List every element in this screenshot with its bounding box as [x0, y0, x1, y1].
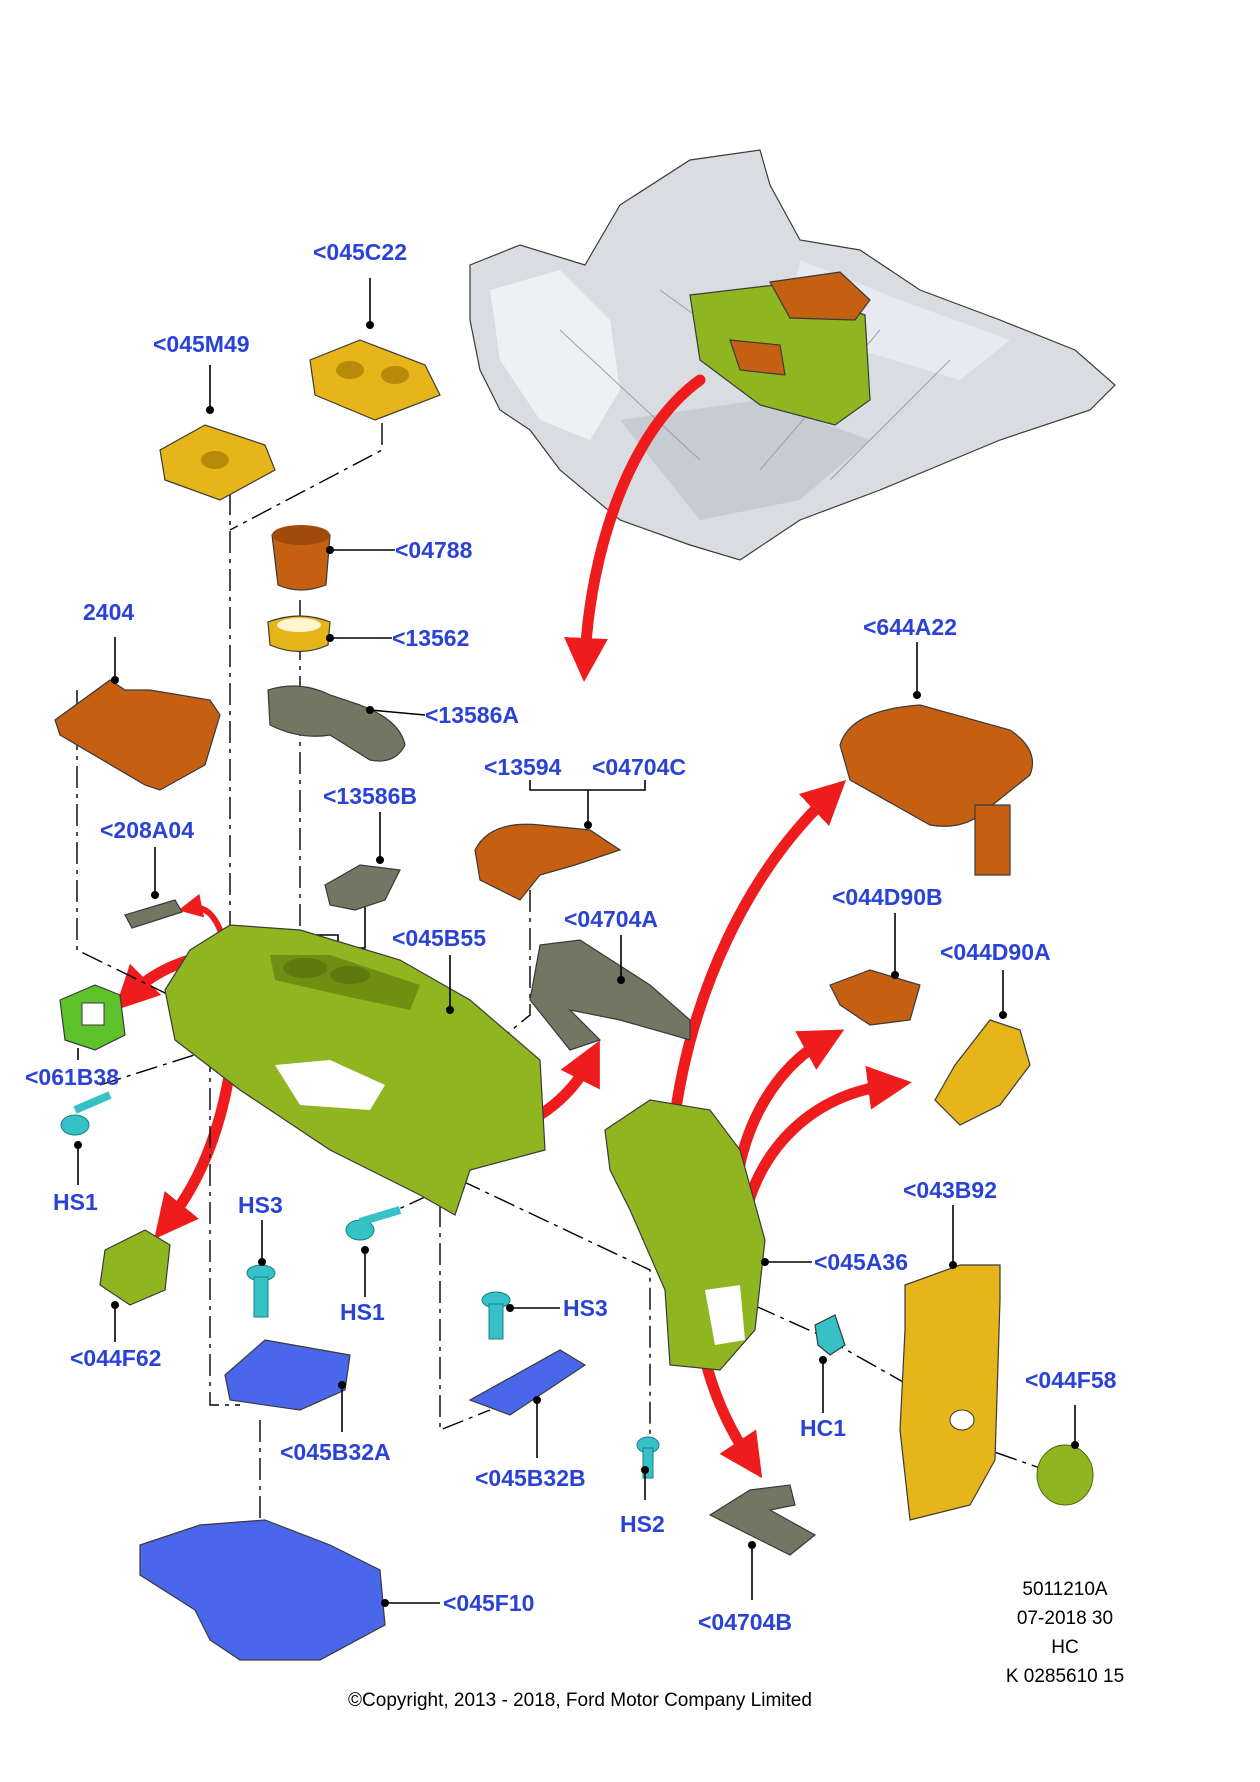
callout-061B38[interactable]: <061B38	[25, 1064, 119, 1090]
callout-13594[interactable]: <13594	[484, 754, 562, 780]
callout-HS3-a[interactable]: HS3	[238, 1192, 283, 1218]
callout-04704C[interactable]: <04704C	[592, 754, 686, 780]
callout-043B92[interactable]: <043B92	[903, 1177, 997, 1203]
callout-04704A[interactable]: <04704A	[564, 906, 658, 932]
part-045B32B	[468, 1349, 587, 1416]
callout-045C22[interactable]: <045C22	[313, 239, 407, 265]
callout-044F62[interactable]: <044F62	[70, 1345, 161, 1371]
callout-644A22[interactable]: <644A22	[863, 614, 957, 640]
callout-045B32B[interactable]: <045B32B	[475, 1465, 586, 1491]
callout-045A36[interactable]: <045A36	[814, 1249, 908, 1275]
part-045A36	[604, 1099, 766, 1371]
callout-044D90B[interactable]: <044D90B	[832, 884, 943, 910]
part-13586A	[267, 685, 406, 762]
part-HS1-mid	[345, 1206, 402, 1241]
ref-number: 5011210A	[1022, 1579, 1108, 1600]
callout-HS2[interactable]: HS2	[620, 1511, 665, 1537]
part-04704A	[529, 939, 691, 1051]
part-045M49	[159, 424, 276, 501]
part-045B55	[164, 924, 546, 1216]
ref-kcode: K 0285610 15	[1006, 1666, 1124, 1687]
ref-code: HC	[1051, 1637, 1078, 1658]
part-04704B	[708, 1484, 817, 1556]
callout-044F58[interactable]: <044F58	[1025, 1367, 1117, 1393]
part-HC1	[814, 1314, 846, 1356]
part-061B38	[59, 984, 126, 1051]
callout-labels: <045C22 <045M49 <04788 <13562 <13586A 24…	[25, 239, 1117, 1635]
callout-045F10[interactable]: <045F10	[443, 1590, 534, 1616]
part-045B32A	[224, 1339, 351, 1411]
part-13594-04704C	[474, 823, 622, 901]
callout-044D90A[interactable]: <044D90A	[940, 939, 1051, 965]
arrow-floor-to-console	[564, 374, 706, 682]
part-045C22	[309, 339, 441, 421]
callout-04788[interactable]: <04788	[395, 537, 473, 563]
part-044F58	[1036, 1444, 1094, 1506]
callout-HS1-mid[interactable]: HS1	[340, 1299, 385, 1325]
arrow-to-644A22	[667, 779, 847, 1136]
callout-208A04[interactable]: <208A04	[100, 817, 194, 843]
part-045F10	[139, 1519, 386, 1661]
callout-13562[interactable]: <13562	[392, 625, 469, 651]
callout-HS3-b[interactable]: HS3	[563, 1295, 608, 1321]
part-044D90A	[934, 1019, 1031, 1126]
callout-045B55[interactable]: <045B55	[392, 925, 486, 951]
callout-HC1[interactable]: HC1	[800, 1415, 846, 1441]
part-13586B	[324, 864, 401, 911]
callout-04704B[interactable]: <04704B	[698, 1609, 792, 1635]
arrow-to-208A04	[178, 893, 225, 938]
part-044F62	[99, 1229, 171, 1306]
callout-045M49[interactable]: <045M49	[153, 331, 250, 357]
part-208A04	[124, 899, 183, 929]
part-044D90B	[829, 969, 921, 1026]
part-HS3-b	[481, 1291, 511, 1340]
part-HS1-left	[60, 1091, 112, 1136]
part-13562	[267, 615, 331, 653]
ref-date: 07-2018 30	[1017, 1608, 1113, 1629]
copyright-text: ©Copyright, 2013 - 2018, Ford Motor Comp…	[348, 1690, 812, 1711]
reference-block: 5011210A 07-2018 30 HC K 0285610 15	[1006, 1579, 1124, 1687]
callout-HS1-left[interactable]: HS1	[53, 1189, 98, 1215]
part-HS3-a	[246, 1264, 276, 1318]
part-04788	[271, 525, 331, 591]
callout-045B32A[interactable]: <045B32A	[280, 1439, 391, 1465]
part-043B92	[899, 1264, 1001, 1521]
callout-13586B[interactable]: <13586B	[323, 783, 417, 809]
callout-2404[interactable]: 2404	[83, 599, 134, 625]
part-2404	[54, 679, 221, 791]
vehicle-floor-illustration	[469, 149, 1116, 561]
leader-lines	[74, 278, 1079, 1607]
part-644A22	[839, 704, 1034, 876]
part-HS2	[636, 1436, 660, 1479]
callout-13586A[interactable]: <13586A	[425, 702, 519, 728]
